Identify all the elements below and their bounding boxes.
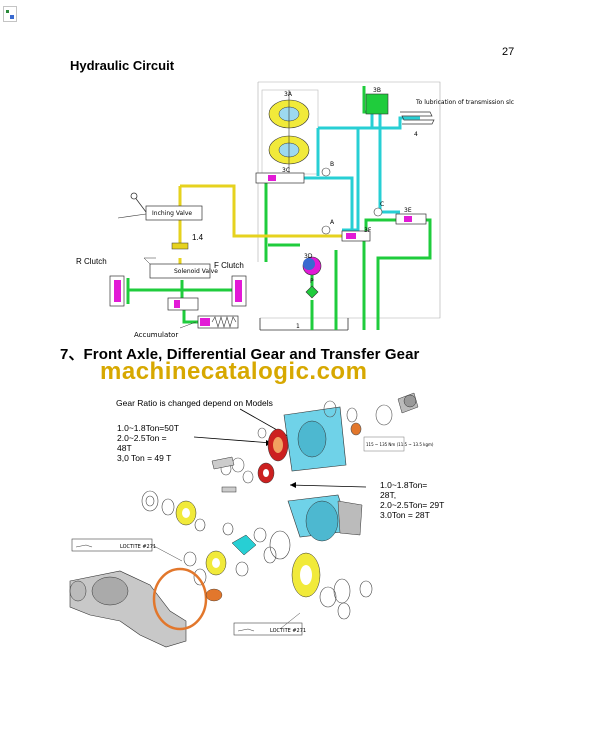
loctite-box-b (233, 622, 303, 636)
right-ratio-line-1: 1.0~1.8Ton= (380, 480, 428, 490)
gasket-orange (152, 567, 208, 631)
loctite-b-label: LOCTITE #271 (270, 628, 306, 634)
accumulator-body (197, 315, 239, 329)
label-3f: 3F (364, 227, 372, 234)
right-ratio-line-3: 2.0~2.5Ton= 29T (380, 500, 445, 510)
bearings-left (141, 490, 291, 586)
left-ratio-line-1: 1.0~1.8Ton=50T (117, 423, 179, 433)
label-3e: 3E (404, 207, 412, 214)
tank-outline (259, 318, 349, 330)
watermark: machinecatalogic.com (100, 358, 368, 385)
left-ratio-line-2: 2.0~2.5Ton = (117, 433, 167, 443)
label-3a: 3A (284, 91, 293, 98)
label-a: A (330, 219, 335, 226)
seal-orange (205, 588, 223, 602)
right-ratio-line-4: 3.0Ton = 28T (380, 510, 430, 520)
side-gear-yellow-2 (205, 550, 227, 576)
label-3c: 3C (282, 167, 290, 174)
cyan-lines (276, 112, 420, 232)
gauge-b (321, 167, 331, 177)
gauge-a (321, 225, 331, 235)
label-3d: 3D (304, 253, 313, 260)
bolt-parts-left (211, 456, 237, 493)
label-4: 4 (414, 131, 418, 138)
left-gear-ratios: 1.0~1.8Ton=50T 2.0~2.5Ton = 48T 3,0 Ton … (117, 423, 207, 463)
pinion-gear-red (257, 462, 275, 484)
torque-note: 115 ~ 135 Nm (11.5 ~ 13.5 kgm) (366, 442, 434, 447)
valve-3c (255, 172, 305, 184)
solenoid-valve (149, 263, 211, 279)
label-3b: 3B (373, 87, 381, 94)
inching-valve-label: Inching Valve (152, 210, 192, 217)
axle-exploded-view: 115 ~ 135 Nm (11.5 ~ 13.5 kgm) (69, 392, 434, 648)
housing-outline (258, 81, 441, 319)
gauge-c (373, 207, 383, 217)
oil-cooler (400, 111, 435, 125)
check-valve (167, 297, 199, 311)
section-title-axle: 7、Front Axle, Differential Gear and Tran… (60, 346, 420, 363)
yellow-lines (178, 184, 342, 266)
axle-housing (69, 570, 187, 648)
bearings-right (319, 578, 373, 620)
label-c: C (380, 201, 384, 208)
loctite-a-label: LOCTITE #271 (120, 544, 156, 550)
left-ratio-line-4: 3,0 Ton = 49 T (117, 453, 172, 463)
broken-image-icon (3, 6, 17, 22)
hydraulic-circuit-diagram: 3A 3B 3C 3D 3E 3F A B C P 1 4 To lubrica… (76, 81, 514, 339)
right-gear-ratios: 1.0~1.8Ton= 28T, 2.0~2.5Ton= 29T 3.0Ton … (380, 480, 490, 520)
block-3b (365, 93, 389, 115)
label-1: 1 (296, 323, 300, 330)
spider-gear (231, 534, 257, 556)
ring-gear-yellow (291, 552, 321, 598)
f-clutch (231, 275, 247, 307)
r-clutch (109, 275, 125, 307)
strainer (305, 285, 319, 299)
left-ratio-line-3: 48T (117, 443, 132, 453)
page-number: 27 (502, 46, 515, 58)
f-clutch-label: F Clutch (214, 261, 244, 270)
inching-valve (145, 205, 203, 221)
r-clutch-label: R Clutch (76, 257, 107, 266)
solenoid-valve-label: Solenoid Valve (174, 268, 218, 275)
orifice (171, 242, 189, 250)
lubrication-note: To lubrication of transmission slc (415, 99, 514, 106)
label-p: P (310, 278, 314, 285)
right-ratio-line-2: 28T, (380, 490, 397, 500)
torque-converter (261, 89, 319, 175)
ring-gear-red (267, 428, 289, 462)
value-1-4: 1.4 (192, 233, 204, 242)
side-gear-yellow-1 (175, 500, 197, 526)
section-title-hydraulic: Hydraulic Circuit (70, 58, 175, 73)
label-b: B (330, 161, 334, 168)
output-shaft-upper (397, 392, 419, 414)
gear-ratio-note: Gear Ratio is changed depend on Models (116, 398, 273, 408)
accumulator-label: Accumulator (134, 331, 178, 339)
